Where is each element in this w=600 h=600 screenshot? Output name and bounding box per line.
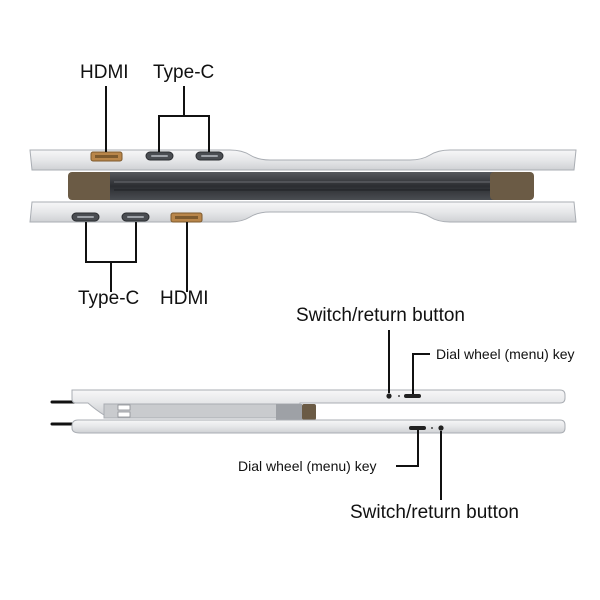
dial-wheel-label-bottom: Dial wheel (menu) key	[238, 458, 377, 474]
hdmi-label-bottom: HDMI	[160, 288, 209, 309]
switch-return-label-bottom: Switch/return button	[350, 502, 519, 523]
hinge	[68, 172, 534, 200]
dial-wheel-label-top: Dial wheel (menu) key	[436, 346, 575, 362]
hdmi-label-top: HDMI	[80, 62, 129, 83]
lower-panel-body	[29, 201, 577, 223]
hdmi-port-icon	[170, 212, 203, 223]
switch-return-label-top: Switch/return button	[296, 305, 465, 326]
typec-port-icon	[145, 151, 174, 161]
typec-label-top: Type-C	[153, 62, 215, 83]
side-lower-slab	[71, 419, 566, 434]
switch-button-icon	[386, 393, 392, 399]
hinge-end-left	[68, 172, 114, 200]
lower-panel	[29, 201, 577, 223]
side-stand	[103, 403, 301, 419]
side-view	[50, 389, 566, 434]
typec-label-bottom: Type-C	[78, 288, 140, 309]
hdmi-port-icon	[90, 151, 123, 162]
leader-lines-side	[388, 330, 442, 500]
leader-lines-top	[85, 86, 210, 292]
dial-wheel-icon	[404, 394, 421, 398]
hinge-end-right	[490, 172, 534, 200]
typec-port-icon	[71, 212, 100, 222]
hinge-bar	[110, 172, 494, 200]
typec-port-icon	[195, 151, 224, 161]
switch-button-icon	[438, 425, 444, 431]
typec-port-icon	[121, 212, 150, 222]
dial-wheel-icon	[409, 426, 426, 430]
